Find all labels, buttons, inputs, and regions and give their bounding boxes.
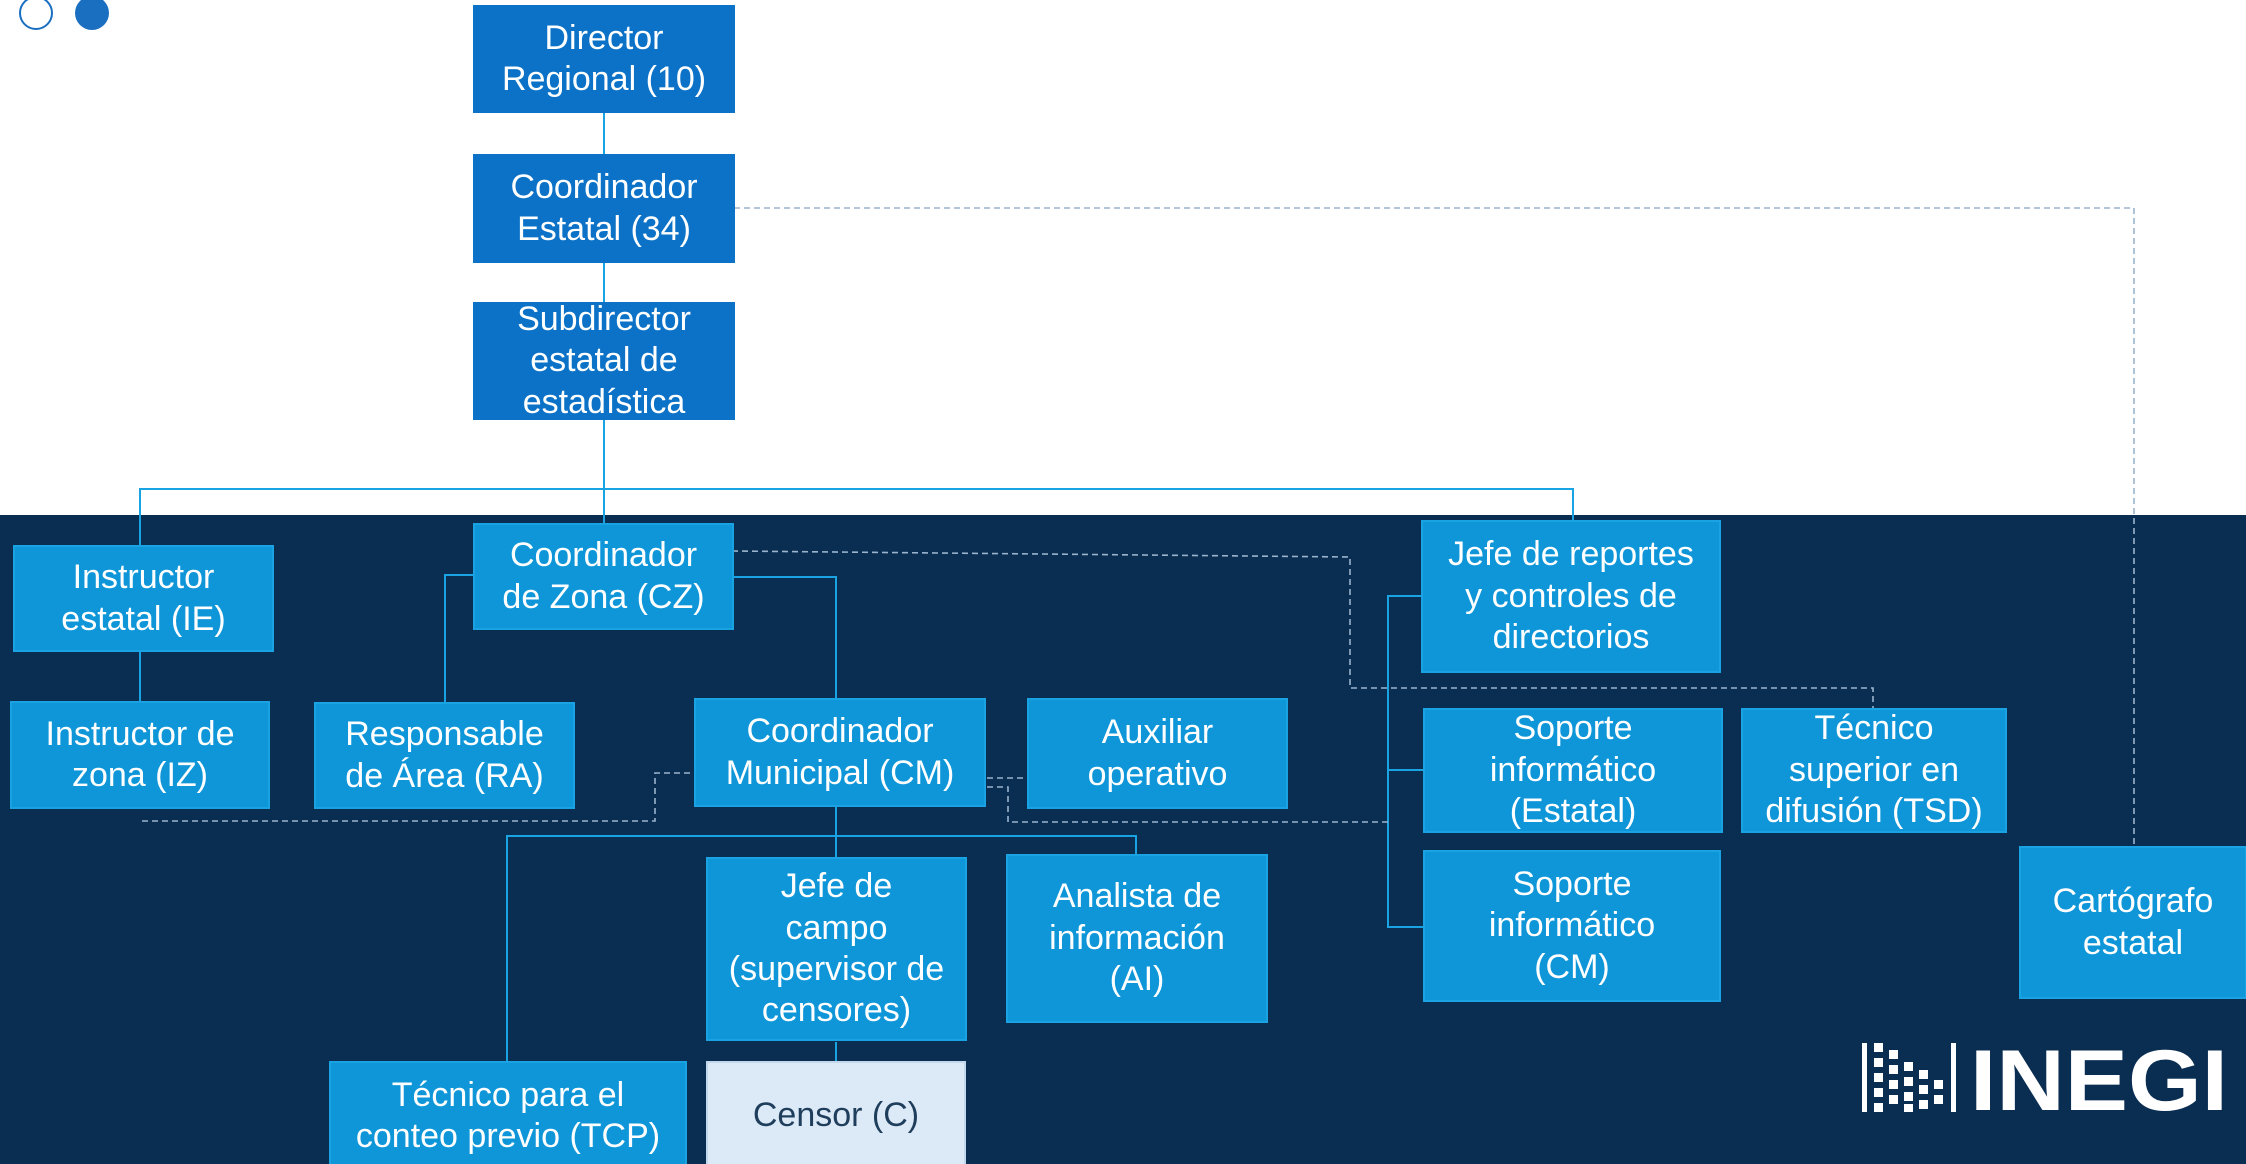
line-level-bar [139,488,1574,546]
node-jefe-campo: Jefe de campo (supervisor de censores) [706,857,967,1041]
slide-dot-outline [19,0,53,30]
inegi-logo-text: INEGI [1970,1040,2228,1115]
node-instructor-zona: Instructor de zona (IZ) [10,701,270,809]
node-analista-informacion: Analista de información (AI) [1006,854,1268,1023]
inegi-logo-mark [1862,1043,1956,1112]
node-coordinador-zona: Coordinador de Zona (CZ) [473,523,734,630]
node-cartografo-estatal: Cartógrafo estatal [2019,846,2246,999]
dotted-cm-to-iz [140,772,700,822]
dotted-cm-to-soporte [987,786,1388,823]
solid-connectors [139,112,1574,1063]
line-cz-to-ra [444,574,474,702]
node-responsable-area: Responsable de Área (RA) [314,702,575,809]
node-tecnico-conteo-previo: Técnico para el conteo previo (TCP) [329,1061,687,1164]
inegi-logo: INEGI [1862,1040,2228,1115]
node-tecnico-superior: Técnico superior en difusión (TSD) [1741,708,2007,833]
line-cz-to-cm [732,576,837,700]
node-jefe-reportes: Jefe de reportes y controles de director… [1421,520,1721,673]
node-coordinador-municipal: Coordinador Municipal (CM) [694,698,986,807]
dotted-cz-to-tsd [731,550,1874,708]
node-instructor-estatal: Instructor estatal (IE) [13,545,274,652]
background-band [0,515,2246,1164]
node-auxiliar-operativo: Auxiliar operativo [1027,698,1288,809]
node-subdirector-estatal: Subdirector estatal de estadística [473,300,735,421]
node-coordinador-estatal: Coordinador Estatal (34) [473,154,735,263]
dotted-coordinador-to-cartografo [734,207,2135,846]
node-soporte-cm: Soporte informático (CM) [1423,850,1721,1002]
slide-dot-filled [75,0,109,30]
dotted-connectors [140,207,2135,846]
line-jefe-reportes-children [1387,595,1423,928]
node-censor: Censor (C) [706,1061,966,1164]
node-director-regional: Director Regional (10) [473,5,735,113]
line-level-cm-children [506,835,1137,1063]
node-soporte-estatal: Soporte informático (Estatal) [1423,708,1723,833]
